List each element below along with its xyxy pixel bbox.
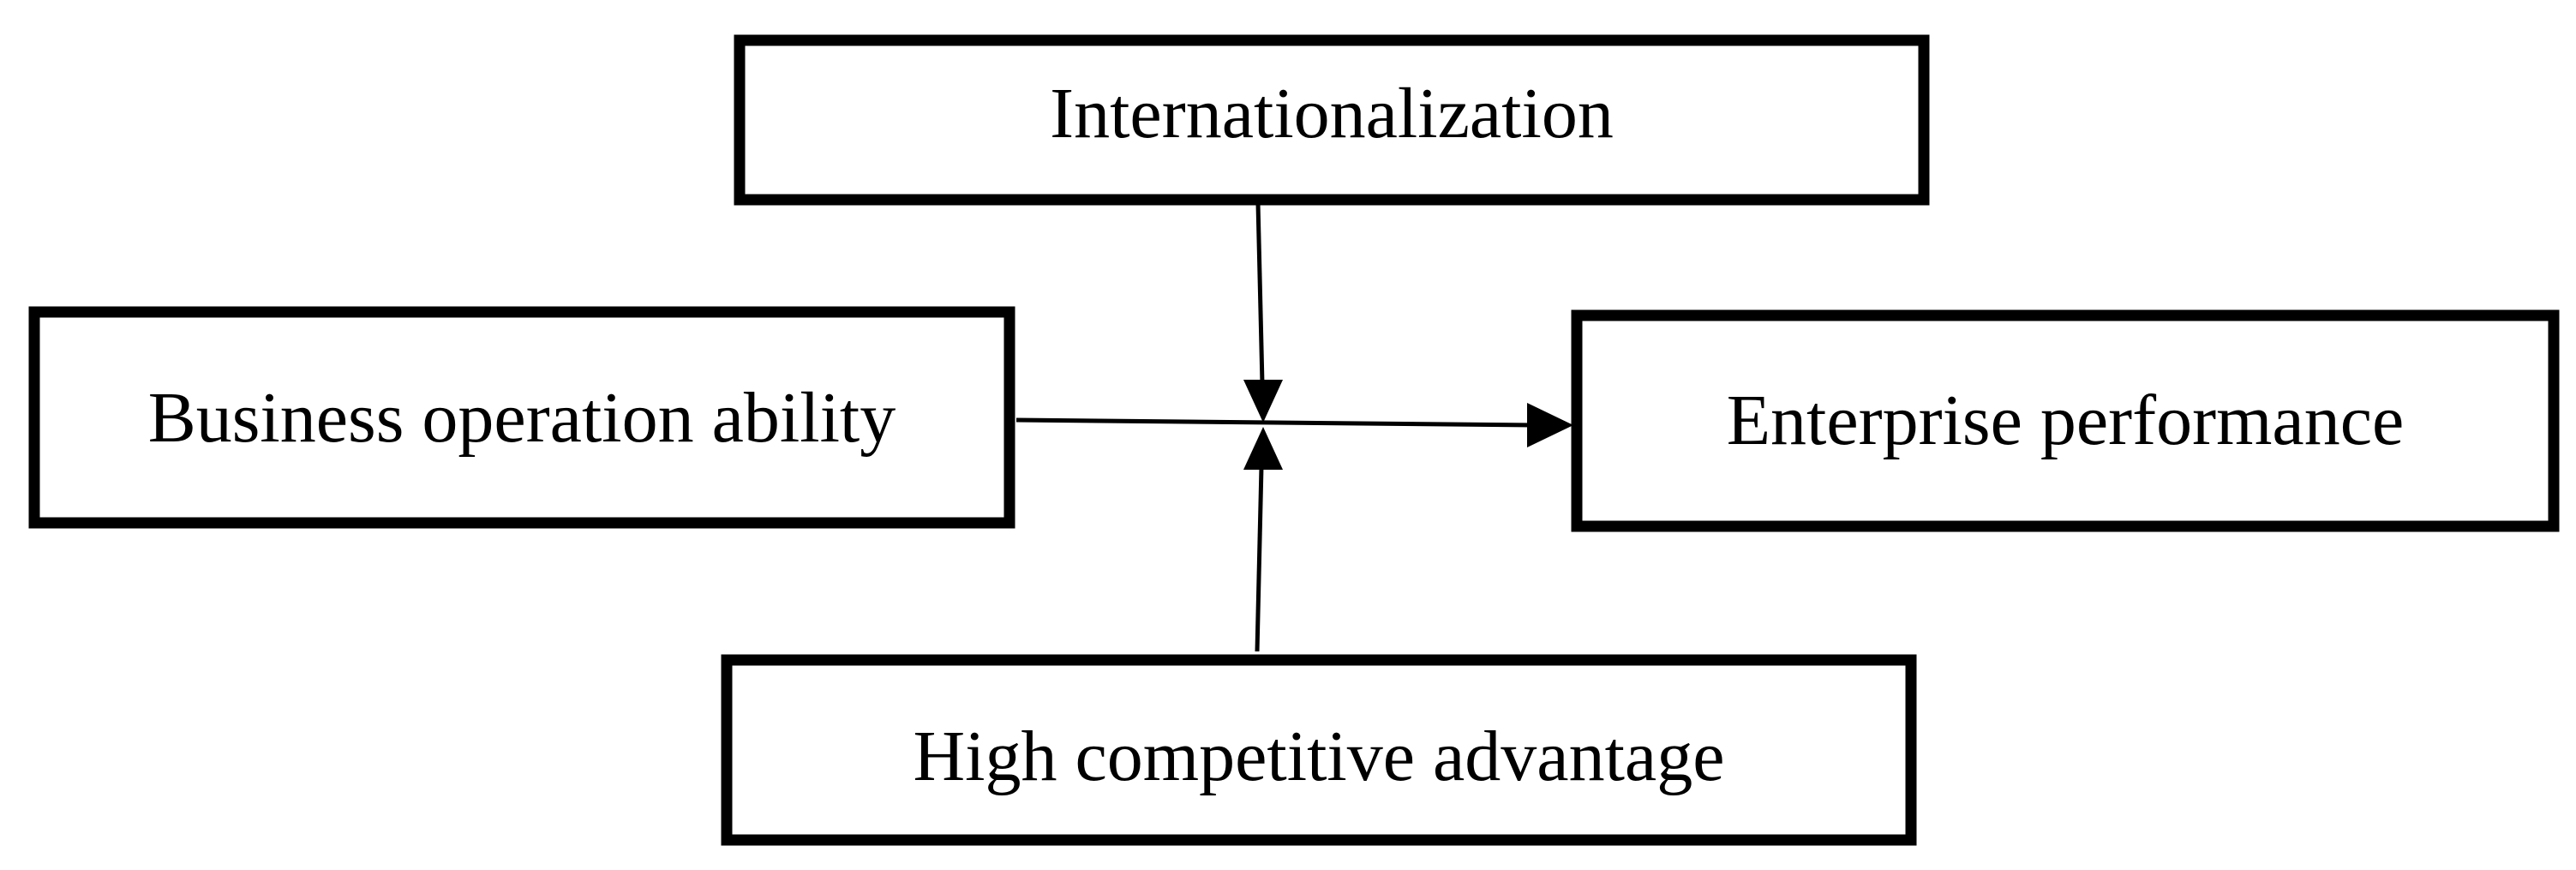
edge-high-competitive-advantage-moderator-line — [1255, 465, 1264, 652]
node-high-competitive-advantage-box — [721, 654, 1917, 846]
edge-internationalization-moderator-arrowhead — [1243, 380, 1283, 423]
edge-internationalization-moderator-line — [1255, 202, 1265, 385]
node-business-operation-ability-box — [28, 306, 1015, 529]
node-business-operation-ability: Business operation ability — [28, 306, 1015, 529]
node-internationalization-box — [734, 34, 1930, 206]
edge-internationalization-moderator — [1243, 202, 1283, 423]
edge-high-competitive-advantage-moderator — [1243, 427, 1283, 652]
node-high-competitive-advantage: High competitive advantage — [721, 654, 1917, 846]
edge-business-to-enterprise-line — [1015, 417, 1535, 428]
node-internationalization: Internationalization — [734, 34, 1930, 206]
edge-high-competitive-advantage-moderator-arrowhead — [1243, 427, 1283, 470]
node-enterprise-performance-label: Enterprise performance — [1727, 381, 2405, 460]
node-enterprise-performance: Enterprise performance — [1571, 309, 2560, 532]
node-internationalization-label: Internationalization — [1050, 74, 1614, 153]
node-business-operation-ability-label: Business operation ability — [148, 378, 896, 458]
node-high-competitive-advantage-label: High competitive advantage — [913, 717, 1724, 796]
edge-business-to-enterprise-arrowhead — [1527, 403, 1573, 447]
node-enterprise-performance-box — [1571, 309, 2560, 532]
edge-business-to-enterprise — [1015, 403, 1573, 447]
